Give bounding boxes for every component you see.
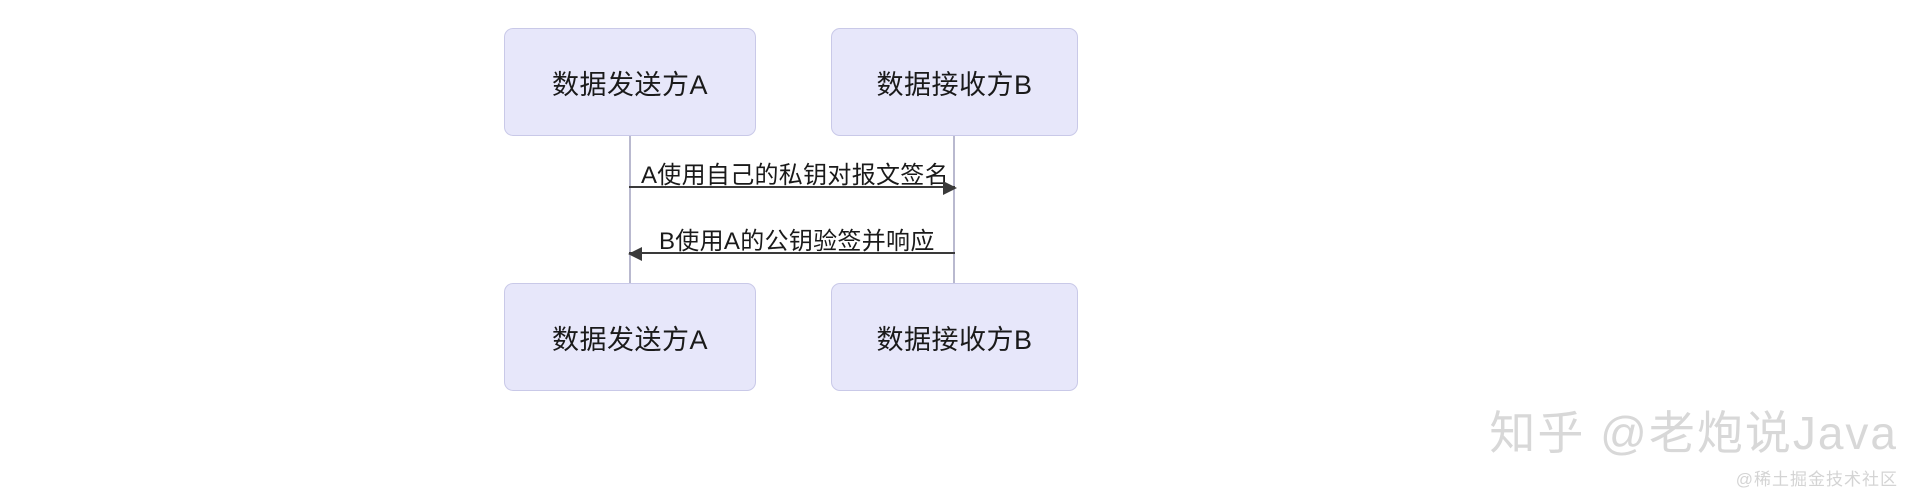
participant-box-receiver-bottom[interactable]: 数据接收方B: [831, 283, 1078, 391]
message-line-sign-request: [629, 186, 955, 188]
participant-box-sender-top[interactable]: 数据发送方A: [504, 28, 756, 136]
lifeline-receiver: [953, 136, 955, 283]
message-label-verify-response: B使用A的公钥验签并响应: [659, 228, 935, 255]
participant-box-receiver-top[interactable]: 数据接收方B: [831, 28, 1078, 136]
lifeline-sender: [629, 136, 631, 283]
watermark-secondary-text: @稀土掘金技术社区: [1735, 470, 1898, 489]
arrow-right-icon: [943, 181, 957, 195]
watermark: 知乎 @老炮说Java @稀土掘金技术社区: [1489, 408, 1898, 490]
message-label-sign-request: A使用自己的私钥对报文签名: [641, 162, 949, 189]
message-line-verify-response: [629, 252, 955, 254]
watermark-primary-text: 知乎 @老炮说Java: [1489, 407, 1898, 460]
arrow-left-icon: [628, 247, 642, 261]
participant-box-sender-bottom[interactable]: 数据发送方A: [504, 283, 756, 391]
